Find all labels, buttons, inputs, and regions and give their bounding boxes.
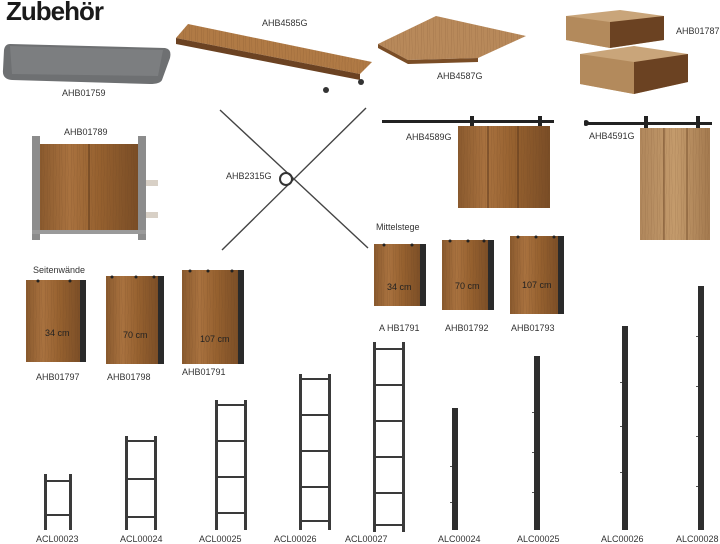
mid-bar-34-size: 34 cm [387, 282, 412, 292]
side-wall-70-label: AHB01798 [107, 372, 151, 382]
corner-shelf-image [378, 14, 526, 64]
panel-frame-label: AHB01789 [64, 127, 108, 137]
ladder-5-label: ACL00027 [345, 534, 388, 544]
ladder-3-label: ACL00025 [199, 534, 242, 544]
post-3-label: ALC00026 [601, 534, 644, 544]
side-wall-34-image [26, 278, 88, 364]
ladder-4-image [296, 374, 334, 530]
drawers-label: AHB01787 [676, 26, 720, 36]
mid-bar-34-image [374, 242, 428, 308]
corner-shelf-label: AHB4587G [437, 71, 483, 81]
post-4-image [696, 286, 706, 530]
sliding-door-2-image [584, 114, 714, 244]
side-wall-70-image [106, 274, 166, 366]
sliding-door-1-label: AHB4589G [406, 132, 452, 142]
post-3-image [620, 326, 630, 530]
ladder-2-image [122, 436, 160, 530]
mid-bar-70-label: AHB01792 [445, 323, 489, 333]
mid-bar-107-size: 107 cm [522, 280, 552, 290]
side-wall-34-size: 34 cm [45, 328, 70, 338]
cushion-label: AHB01759 [62, 88, 106, 98]
cross-brace-image [216, 104, 372, 254]
shelf-label: AHB4585G [262, 18, 308, 28]
ladder-5-image [370, 342, 408, 532]
post-1-image [450, 408, 460, 530]
panel-frame-image [28, 136, 160, 242]
side-wall-107-label: AHB01791 [182, 367, 226, 377]
ladder-3-image [212, 400, 250, 530]
mid-bar-34-label: A HB1791 [379, 323, 420, 333]
post-1-label: ALC00024 [438, 534, 481, 544]
mid-bar-70-size: 70 cm [455, 281, 480, 291]
ladder-1-image [42, 474, 74, 530]
ladder-2-label: ACL00024 [120, 534, 163, 544]
post-2-image [532, 356, 542, 530]
page-title: Zubehör [6, 0, 104, 26]
side-wall-34-label: AHB01797 [36, 372, 80, 382]
post-4-label: ALC00028 [676, 534, 719, 544]
side-wall-107-size: 107 cm [200, 334, 230, 344]
middle-bars-heading: Mittelstege [376, 222, 420, 232]
sliding-door-2-label: AHB4591G [589, 131, 635, 141]
shelf-image [176, 22, 372, 94]
mid-bar-107-label: AHB01793 [511, 323, 555, 333]
sliding-door-1-image [382, 114, 554, 210]
mid-bar-107-image [510, 234, 566, 316]
post-2-label: ALC00025 [517, 534, 560, 544]
ladder-4-label: ACL00026 [274, 534, 317, 544]
cushion-image [0, 40, 172, 86]
ladder-1-label: ACL00023 [36, 534, 79, 544]
drawers-image [560, 10, 690, 100]
side-wall-70-size: 70 cm [123, 330, 148, 340]
side-walls-heading: Seitenwände [33, 265, 86, 275]
mid-bar-70-image [442, 238, 496, 312]
cross-brace-label: AHB2315G [226, 171, 272, 181]
side-wall-107-image [182, 268, 246, 368]
